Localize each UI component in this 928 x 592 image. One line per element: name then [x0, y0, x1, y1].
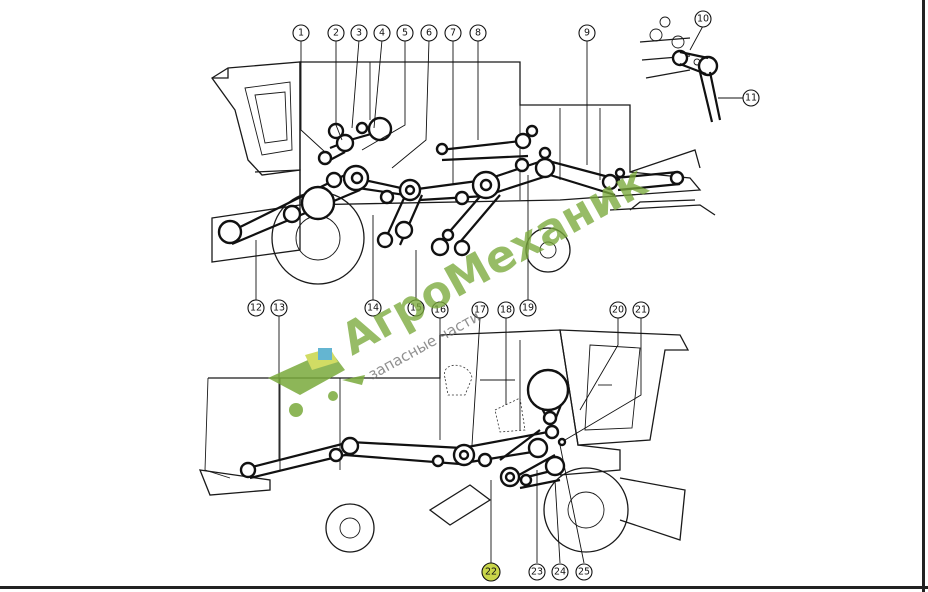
- svg-text:2: 2: [333, 28, 339, 39]
- svg-text:11: 11: [745, 93, 757, 104]
- callout-21: 21: [632, 301, 650, 319]
- svg-text:1: 1: [298, 28, 304, 39]
- svg-text:4: 4: [379, 28, 385, 39]
- svg-text:14: 14: [367, 303, 379, 314]
- svg-text:19: 19: [522, 303, 534, 314]
- svg-text:13: 13: [273, 303, 285, 314]
- callout-11: 11: [742, 89, 760, 107]
- lower-combine-drawing: [198, 329, 690, 553]
- callout-9: 9: [578, 24, 596, 42]
- callout-24: 24: [551, 563, 569, 581]
- callout-8: 8: [469, 24, 487, 42]
- svg-text:24: 24: [554, 567, 566, 578]
- svg-text:22: 22: [485, 567, 497, 578]
- right-border: [922, 0, 925, 592]
- svg-text:17: 17: [474, 305, 486, 316]
- svg-text:20: 20: [612, 305, 624, 316]
- svg-text:15: 15: [410, 303, 422, 314]
- callout-10: 10: [694, 10, 712, 28]
- svg-text:5: 5: [402, 28, 408, 39]
- callout-14: 14: [364, 299, 382, 317]
- callout-13: 13: [270, 299, 288, 317]
- svg-text:21: 21: [635, 305, 647, 316]
- callout-23: 23: [528, 563, 546, 581]
- callout-17: 17: [471, 301, 489, 319]
- callout-16: 16: [431, 301, 449, 319]
- callout-1: 1: [292, 24, 310, 42]
- svg-text:9: 9: [584, 28, 590, 39]
- callout-19: 19: [519, 299, 537, 317]
- callout-6: 6: [420, 24, 438, 42]
- svg-text:7: 7: [450, 28, 456, 39]
- callout-2: 2: [327, 24, 345, 42]
- svg-text:8: 8: [475, 28, 481, 39]
- svg-text:10: 10: [697, 14, 709, 25]
- callout-25: 25: [575, 563, 593, 581]
- bottom-border: [0, 586, 928, 589]
- svg-text:18: 18: [500, 305, 512, 316]
- callout-5: 5: [396, 24, 414, 42]
- callout-20: 20: [609, 301, 627, 319]
- svg-text:23: 23: [531, 567, 543, 578]
- detail-inset-drawing: [639, 16, 722, 123]
- svg-text:6: 6: [426, 28, 432, 39]
- combine-logo-icon: [268, 348, 365, 417]
- callout-15: 15: [407, 299, 425, 317]
- upper-combine-drawing: [211, 61, 716, 285]
- leader-lines: [255, 25, 743, 564]
- svg-text:3: 3: [356, 28, 362, 39]
- callout-22: 22: [481, 562, 501, 582]
- svg-text:25: 25: [578, 567, 590, 578]
- callout-12: 12: [247, 299, 265, 317]
- callout-3: 3: [350, 24, 368, 42]
- svg-text:12: 12: [250, 303, 262, 314]
- callout-18: 18: [497, 301, 515, 319]
- svg-text:16: 16: [434, 305, 446, 316]
- callout-4: 4: [373, 24, 391, 42]
- callout-7: 7: [444, 24, 462, 42]
